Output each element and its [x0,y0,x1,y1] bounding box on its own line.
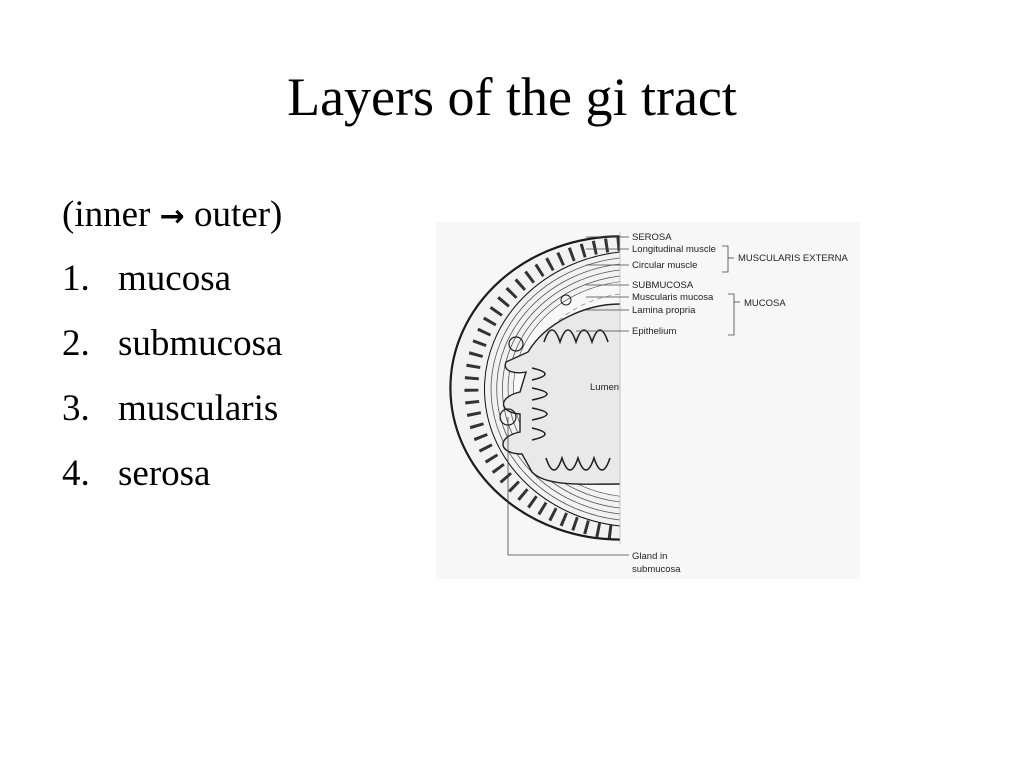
label-serosa: SEROSA [632,232,672,243]
list-number: 2. [62,323,90,364]
list-item: 1. mucosa [62,254,282,319]
label-muscularis-externa: MUSCULARIS EXTERNA [738,253,848,264]
label-gland-line2: submucosa [632,564,681,575]
leader-lines [507,236,740,556]
list-label: muscularis [118,388,279,429]
list-item: 3. muscularis [62,384,282,449]
list-label: serosa [118,453,211,494]
subhead-start: (inner [62,194,160,235]
wall-layers [449,235,620,541]
circular-fiber [490,257,620,521]
gi-tract-cross-section: SEROSA Longitudinal muscle Circular musc… [449,232,848,575]
label-mucosa: MUCOSA [744,298,786,309]
label-epithelium: Epithelium [632,326,676,337]
gi-tract-diagram: SEROSA Longitudinal muscle Circular musc… [436,222,860,579]
circular-fiber [496,263,620,515]
label-muscularis-mucosa: Muscularis mucosa [632,292,714,303]
villi [545,455,611,471]
label-lumen: Lumen [590,382,619,393]
label-longitudinal-muscle: Longitudinal muscle [632,244,716,255]
gland [508,336,524,352]
label-circular-muscle: Circular muscle [632,260,697,271]
longitudinal-outer-line [450,236,620,540]
longitudinal-inner-line [484,251,620,527]
list-item: 4. serosa [62,449,282,514]
list-number: 4. [62,453,90,494]
subhead-end: outer) [184,194,283,235]
layer-list: 1. mucosa 2. submucosa 3. muscularis 4. sero… [62,254,282,514]
list-item: 2. submucosa [62,319,282,384]
list-label: submucosa [118,323,283,364]
circular-fiber [507,275,620,503]
slide-title: Layers of the gi tract [287,67,737,127]
villi [531,367,548,441]
list-label: mucosa [118,258,232,299]
label-submucosa: SUBMUCOSA [632,280,694,291]
gland [560,294,572,306]
list-number: 1. [62,258,90,299]
circular-fiber [502,269,620,509]
right-arrow-icon: → [159,199,185,234]
villi [543,329,609,345]
label-lamina-propria: Lamina propria [632,305,696,316]
list-number: 3. [62,388,90,429]
layer-order-note: (inner → outer) [62,190,282,242]
label-gland-line1: Gland in [632,551,667,562]
longitudinal-muscle-layer [464,237,620,540]
